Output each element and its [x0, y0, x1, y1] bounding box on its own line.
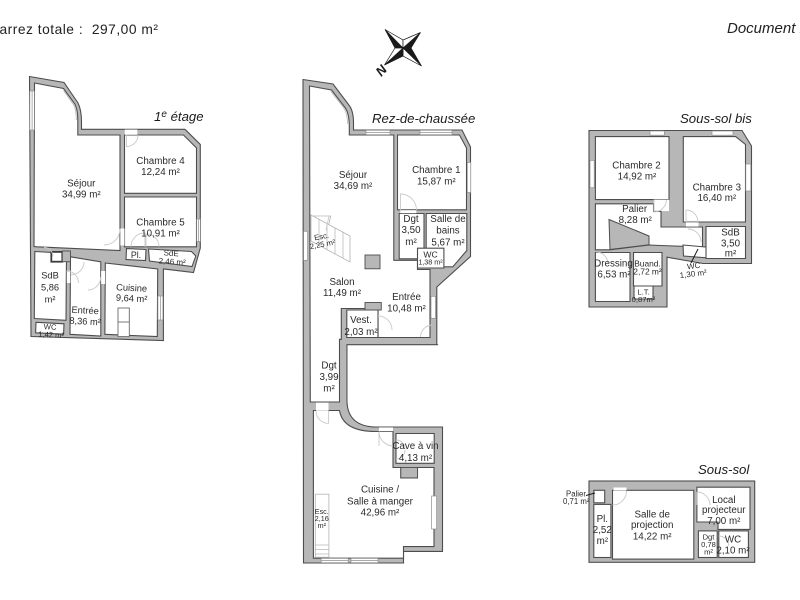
svg-text:projection: projection — [631, 520, 673, 531]
svg-text:Chambre 4: Chambre 4 — [136, 156, 185, 167]
svg-text:42,96 m²: 42,96 m² — [361, 508, 400, 519]
svg-text:34,99 m²: 34,99 m² — [62, 190, 101, 201]
svg-text:Salle de: Salle de — [634, 510, 670, 521]
svg-text:m²: m² — [405, 237, 417, 248]
svg-text:Palier: Palier — [566, 490, 586, 499]
svg-text:WC: WC — [44, 322, 58, 332]
svg-text:1e étage: 1e étage — [154, 109, 204, 124]
svg-text:Cuisine /: Cuisine / — [361, 485, 399, 496]
svg-text:2,72 m²: 2,72 m² — [633, 267, 662, 277]
svg-text:m²: m² — [704, 548, 713, 557]
svg-text:Dgt: Dgt — [321, 361, 337, 372]
svg-text:WC: WC — [687, 261, 702, 272]
svg-text:Pl.: Pl. — [131, 250, 141, 260]
svg-text:Dgt: Dgt — [403, 214, 419, 225]
svg-text:Cave à vin: Cave à vin — [392, 441, 438, 452]
svg-text:WC: WC — [423, 250, 437, 260]
svg-text:Vest.: Vest. — [350, 315, 372, 326]
svg-text:m²: m² — [725, 249, 737, 260]
svg-text:Rez-de-chaussée: Rez-de-chaussée — [372, 111, 475, 126]
svg-text:5,86: 5,86 — [41, 283, 59, 293]
svg-text:Document non contractuel: Document non contractuel — [727, 20, 800, 37]
svg-text:6,53 m²: 6,53 m² — [597, 270, 631, 281]
svg-text:SdE: SdE — [163, 248, 179, 258]
svg-text:Entrée: Entrée — [71, 305, 99, 316]
svg-text:12,24 m²: 12,24 m² — [141, 167, 180, 178]
svg-text:1,42 m²: 1,42 m² — [38, 330, 65, 340]
svg-text:Chambre 3: Chambre 3 — [693, 182, 742, 193]
svg-text:Dgt: Dgt — [703, 533, 716, 542]
svg-text:Esc.: Esc. — [315, 507, 329, 516]
svg-text:Entrée: Entrée — [392, 292, 421, 303]
svg-text:15,87 m²: 15,87 m² — [417, 176, 456, 187]
svg-text:2,52: 2,52 — [593, 525, 612, 536]
svg-text:Chambre 1: Chambre 1 — [412, 165, 460, 176]
svg-text:2,46 m²: 2,46 m² — [158, 256, 186, 267]
svg-text:0,71 m²: 0,71 m² — [563, 497, 590, 506]
svg-text:2,03 m²: 2,03 m² — [344, 327, 378, 338]
svg-text:3,50: 3,50 — [721, 238, 741, 249]
svg-text:Buand.: Buand. — [634, 258, 661, 268]
svg-text:10,91 m²: 10,91 m² — [141, 228, 180, 239]
svg-text:Palier: Palier — [622, 204, 648, 215]
svg-text:10,48 m²: 10,48 m² — [387, 304, 426, 315]
svg-text:SdB: SdB — [41, 271, 59, 281]
svg-text:1,30 m²: 1,30 m² — [679, 268, 707, 280]
svg-text:N: N — [372, 62, 390, 79]
svg-text:Pl.: Pl. — [597, 514, 608, 525]
svg-text:SdB: SdB — [721, 227, 740, 238]
svg-text:projecteur: projecteur — [702, 505, 746, 516]
svg-text:L.T.: L.T. — [637, 288, 649, 297]
svg-text:0,78: 0,78 — [701, 540, 716, 549]
svg-text:14,92 m²: 14,92 m² — [618, 172, 657, 183]
svg-text:Sous-sol bis: Sous-sol bis — [680, 111, 752, 126]
svg-text:Séjour: Séjour — [67, 179, 96, 190]
svg-text:2,10 m²: 2,10 m² — [716, 546, 750, 557]
svg-text:Salle à manger: Salle à manger — [347, 497, 414, 508]
svg-text:Salon: Salon — [329, 277, 354, 288]
svg-text:m²: m² — [323, 384, 335, 395]
svg-text:WC: WC — [725, 535, 741, 546]
svg-text:7,00 m²: 7,00 m² — [707, 516, 741, 527]
svg-text:1,38 m²: 1,38 m² — [418, 257, 443, 266]
svg-text:Cuisine: Cuisine — [116, 282, 147, 294]
svg-text:11,49 m²: 11,49 m² — [323, 288, 362, 299]
svg-text:Local: Local — [712, 495, 735, 506]
svg-text:14,22 m²: 14,22 m² — [633, 532, 672, 543]
svg-text:8,36 m²: 8,36 m² — [69, 316, 101, 328]
svg-text:m²: m² — [597, 536, 609, 547]
svg-text:8,28 m²: 8,28 m² — [619, 215, 653, 226]
svg-text:4,13 m²: 4,13 m² — [399, 453, 433, 464]
svg-text:Dressing: Dressing — [594, 258, 633, 269]
svg-text:bains: bains — [436, 225, 460, 236]
svg-text:0,87m²: 0,87m² — [632, 295, 656, 304]
svg-text:Carrez totale : 297,00 m²: Carrez totale : 297,00 m² — [0, 22, 158, 37]
svg-text:Sous-sol: Sous-sol — [698, 462, 750, 477]
svg-text:m²: m² — [318, 521, 327, 530]
svg-text:Chambre 5: Chambre 5 — [136, 218, 185, 229]
svg-text:9,64 m²: 9,64 m² — [116, 293, 148, 305]
svg-text:16,40 m²: 16,40 m² — [697, 193, 736, 204]
svg-text:3,99: 3,99 — [319, 372, 338, 383]
svg-text:m²: m² — [45, 295, 56, 305]
svg-text:Esc.: Esc. — [313, 231, 329, 243]
svg-text:3,50: 3,50 — [401, 225, 421, 236]
svg-text:2,16: 2,16 — [315, 514, 329, 523]
svg-text:Chambre 2: Chambre 2 — [612, 160, 660, 171]
svg-text:Séjour: Séjour — [339, 170, 368, 181]
svg-text:Salle de: Salle de — [430, 214, 466, 225]
svg-text:5,67 m²: 5,67 m² — [431, 237, 465, 248]
svg-text:34,69 m²: 34,69 m² — [334, 181, 373, 192]
